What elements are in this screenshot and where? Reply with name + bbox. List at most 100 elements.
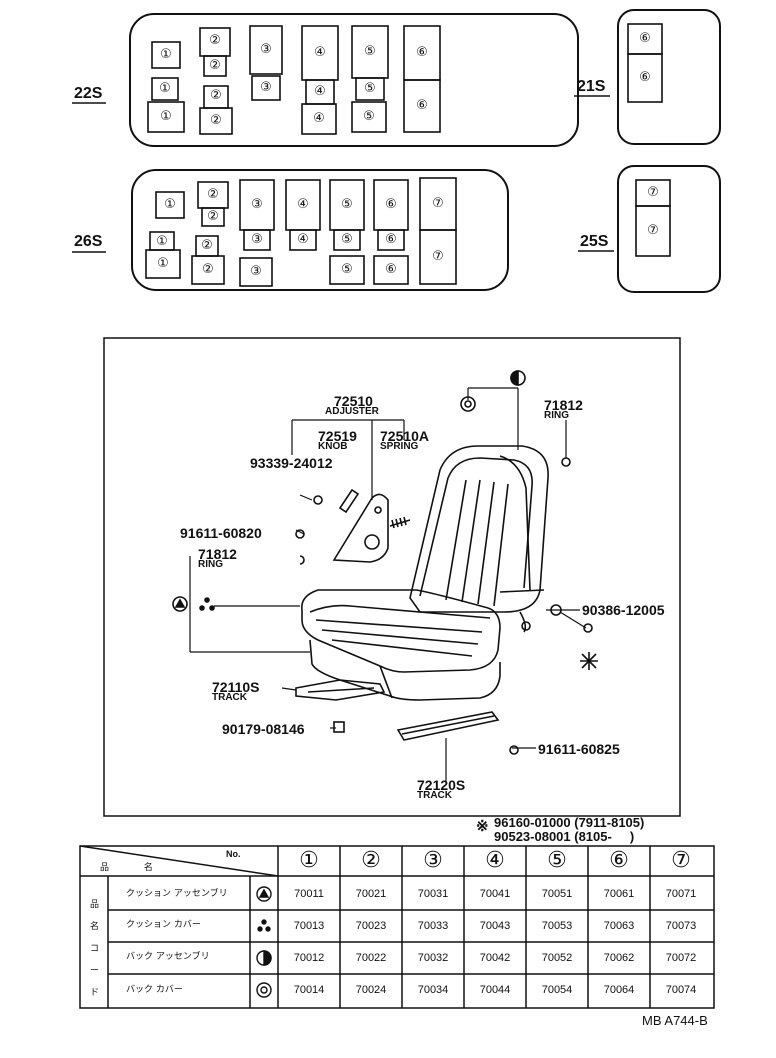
box-num: ③ [260,80,272,95]
part-track-left-name: TRACK [212,692,247,703]
table-col-5: ⑤ [547,848,567,873]
variant-21s-label: 21S [577,78,606,95]
table-cell: 70043 [479,920,511,932]
part-bolt-90179: 90179-08146 [222,721,305,737]
table-header-no: No. [226,849,241,859]
box-num: ⑤ [341,232,353,247]
footer-code: MB A744-B [642,1013,708,1028]
table-cell: 70054 [541,984,573,996]
box-num: ② [207,187,219,202]
table-cell: 70071 [665,888,697,900]
table-col-3: ③ [423,848,443,873]
box-num: ⑦ [432,249,444,264]
table-cell: 70052 [541,952,573,964]
table-cell: 70073 [665,920,697,932]
box-num: ④ [314,84,326,99]
variant-26s-label: 26S [74,233,103,250]
table-cell: 70022 [355,952,387,964]
table-header-name: 品 名 [100,863,169,873]
box-num: ⑤ [364,44,376,59]
variant-21s-panel [617,9,721,145]
table-col-1: ① [299,848,319,873]
part-ring-right-name: RING [544,410,569,421]
part-screw-60820: 91611-60820 [180,525,262,541]
part-knob-name: KNOB [318,441,348,452]
row-name: クッション アッセンブリ [126,889,228,899]
box-num: ① [156,234,168,249]
box-num: ⑤ [341,197,353,212]
part-track-right-no: 72120S [417,777,466,793]
box-num: ② [207,209,219,224]
table-cell: 70021 [355,888,387,900]
table-cell: 70051 [541,888,573,900]
box-num: ⑦ [432,196,444,211]
box-num: ⑥ [639,31,651,46]
table-col-7: ⑦ [671,848,691,873]
box-num: ① [157,256,169,271]
part-spring-name: SPRING [380,441,419,452]
table-cell: 70063 [603,920,635,932]
box-num: ⑥ [385,262,397,277]
table-cell: 70074 [665,984,697,996]
table-cell: 70061 [603,888,635,900]
part-screw-60825: 91611-60825 [538,741,620,757]
box-num: ⑥ [416,98,428,113]
part-nut-90386: 90386-12005 [582,602,665,618]
box-num: ② [202,262,214,277]
table-cell: 70023 [355,920,387,932]
table-cell: 70012 [293,952,325,964]
box-num: ② [201,238,213,253]
parts-table [79,845,715,1009]
variant-22s-panel [129,13,579,147]
row-name: バック アッセンブリ [126,952,210,962]
table-col-4: ④ [485,848,505,873]
box-num: ① [159,81,171,96]
table-cell: 70033 [417,920,449,932]
box-num: ⑥ [385,197,397,212]
variant-25s-panel [617,165,721,293]
note-mark: ※ [476,818,489,835]
table-cell: 70024 [355,984,387,996]
part-spring-no: 72510A [380,428,430,444]
box-num: ⑥ [416,45,428,60]
table-cell: 70034 [417,984,449,996]
note-line-1: 96160-01000 (7911-8105) [494,815,645,830]
table-col-6: ⑥ [609,848,629,873]
box-num: ③ [250,264,262,279]
parts-frame [103,337,681,817]
row-name: クッション カバー [126,920,201,930]
part-knob-no: 72519 [318,428,357,444]
part-ring-left-no: 71812 [198,546,237,562]
box-num: ⑥ [639,70,651,85]
box-num: ① [160,47,172,62]
table-cell: 70032 [417,952,449,964]
box-num: ③ [260,42,272,57]
table-cell: 70011 [294,888,324,900]
box-num: ② [209,58,221,73]
seat-illustration [172,370,598,755]
box-num: ⑤ [363,109,375,124]
table-cell: 70053 [541,920,573,932]
table-cell: 70042 [479,952,511,964]
box-num: ④ [297,197,309,212]
part-ring-right-no: 71812 [544,397,583,413]
box-num: ① [160,109,172,124]
table-cell: 70062 [603,952,635,964]
part-bolt-93339: 93339-24012 [250,455,333,471]
box-num: ⑥ [385,232,397,247]
box-num: ④ [297,232,309,247]
box-num: ⑦ [647,185,659,200]
part-adjuster-name: ADJUSTER [325,406,379,417]
box-num: ① [164,197,176,212]
part-adjuster-no: 72510 [334,393,373,409]
box-num: ③ [251,232,263,247]
box-num: ② [209,33,221,48]
table-cell: 70014 [293,984,325,996]
part-track-left-no: 72110S [212,679,260,695]
box-num: ④ [314,45,326,60]
table-cell: 70041 [479,888,511,900]
box-num: ⑤ [364,81,376,96]
table-cell: 70013 [293,920,325,932]
variant-25s-label: 25S [580,233,609,250]
